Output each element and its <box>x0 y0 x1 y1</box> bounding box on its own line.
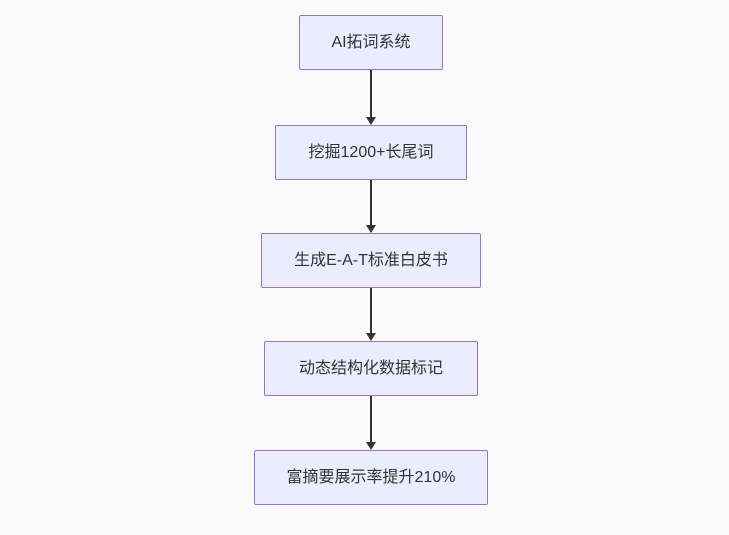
arrow-head-icon <box>366 225 376 233</box>
arrow-shaft <box>370 70 372 117</box>
flowchart-node-structured-data: 动态结构化数据标记 <box>264 341 478 396</box>
flowchart-arrow-4 <box>365 396 377 450</box>
node-label: 富摘要展示率提升210% <box>286 468 456 486</box>
flowchart-node-longtail-keywords: 挖掘1200+长尾词 <box>275 125 467 180</box>
flowchart-arrow-1 <box>365 70 377 125</box>
node-label: 生成E-A-T标准白皮书 <box>294 251 448 269</box>
arrow-head-icon <box>366 442 376 450</box>
node-label: 动态结构化数据标记 <box>298 359 443 377</box>
arrow-head-icon <box>366 333 376 341</box>
arrow-head-icon <box>366 117 376 125</box>
flowchart-node-ai-system: AI拓词系统 <box>299 15 443 70</box>
arrow-shaft <box>370 180 372 225</box>
flowchart-arrow-2 <box>365 180 377 233</box>
arrow-shaft <box>370 288 372 333</box>
node-label: 挖掘1200+长尾词 <box>308 143 434 161</box>
node-label: AI拓词系统 <box>331 33 411 51</box>
flowchart-node-rich-snippet-result: 富摘要展示率提升210% <box>254 450 488 505</box>
flowchart-arrow-3 <box>365 288 377 341</box>
arrow-shaft <box>370 396 372 442</box>
flowchart-node-eat-whitepaper: 生成E-A-T标准白皮书 <box>261 233 481 288</box>
